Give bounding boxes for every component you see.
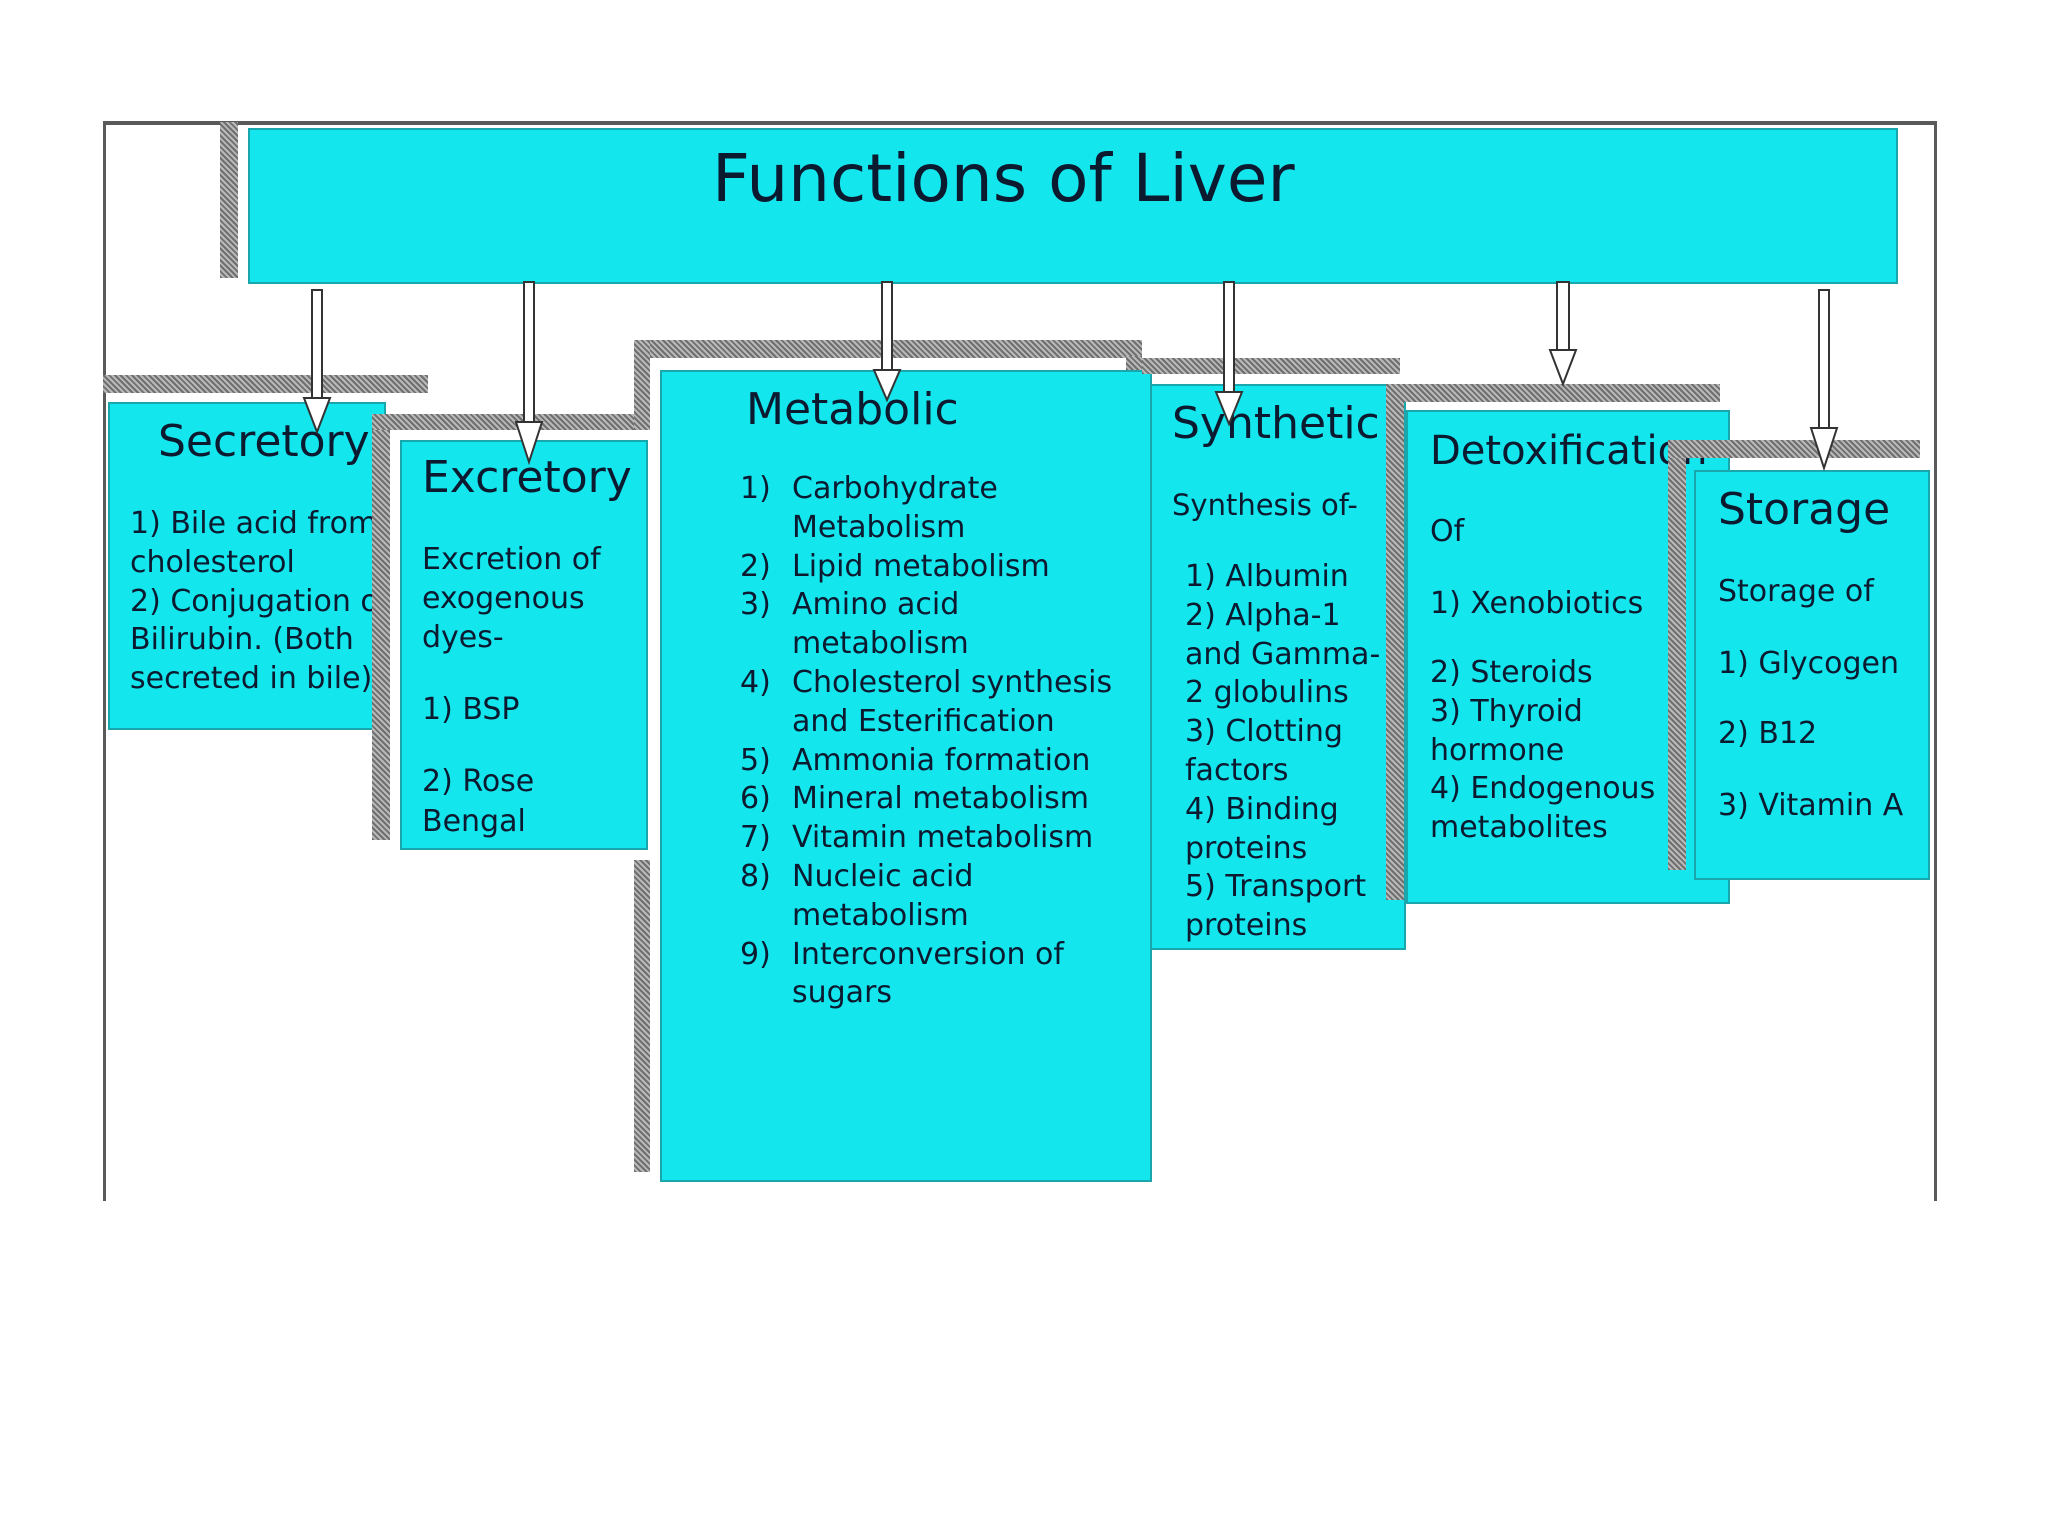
- diagram-title: Functions of Liver: [712, 140, 1295, 217]
- secretory-title: Secretory: [158, 416, 370, 467]
- storage-title: Storage: [1718, 484, 1891, 535]
- excretory-item-rose-bengal: 2) Rose Bengal: [422, 764, 535, 839]
- storage-box: [1694, 470, 1930, 880]
- detox-intro: Of: [1430, 514, 1465, 549]
- excretory-intro: Excretion of exogenous dyes-: [422, 542, 601, 655]
- metabolic-shadow-left-lower: [634, 860, 650, 1172]
- detox-shadow-top: [1386, 384, 1720, 402]
- metabolic-box: [660, 370, 1152, 1182]
- list-item: 5)Ammonia formation: [740, 742, 1091, 778]
- secretory-text: 1) Bile acid from cholesterol 2) Conjuga…: [130, 506, 390, 697]
- synthetic-title: Synthetic: [1172, 398, 1380, 449]
- secretory-shadow: [103, 375, 428, 393]
- excretory-shadow-top: [372, 414, 648, 430]
- detox-item-xenobiotics: 1) Xenobiotics: [1430, 586, 1644, 621]
- detox-shadow-left: [1386, 384, 1404, 900]
- synthetic-list: 1) Albumin 2) Alpha-1 and Gamma- 2 globu…: [1185, 559, 1381, 944]
- secretory-box: [108, 402, 386, 730]
- excretory-title: Excretory: [422, 452, 632, 503]
- excretory-item-bsp: 1) BSP: [422, 692, 520, 727]
- detox-list: 2) Steroids 3) Thyroid hormone 4) Endoge…: [1430, 655, 1656, 846]
- synthetic-shadow-top: [1142, 358, 1400, 374]
- storage-shadow-left: [1668, 440, 1686, 870]
- title-banner: [248, 128, 1898, 284]
- storage-item-vitamin-a: 3) Vitamin A: [1718, 788, 1904, 823]
- synthetic-box: [1150, 384, 1406, 950]
- metabolic-shadow-left: [634, 340, 650, 430]
- storage-item-glycogen: 1) Glycogen: [1718, 646, 1900, 681]
- list-item: 6)Mineral metabolism: [740, 781, 1090, 817]
- excretory-box: [400, 440, 648, 850]
- storage-shadow-top: [1668, 440, 1920, 458]
- diagram-frame: [103, 121, 1937, 1201]
- excretory-shadow-left: [372, 414, 390, 840]
- list-item: 7)Vitamin metabolism: [740, 820, 1094, 856]
- metabolic-title: Metabolic: [746, 384, 959, 435]
- storage-intro: Storage of: [1718, 574, 1874, 609]
- list-item: 2)Lipid metabolism: [740, 548, 1050, 584]
- detox-title: Detoxification: [1430, 428, 1708, 474]
- title-shadow: [220, 122, 238, 278]
- storage-item-b12: 2) B12: [1718, 716, 1818, 751]
- synthetic-intro: Synthesis of-: [1172, 488, 1358, 522]
- metabolic-shadow-top: [634, 340, 1142, 358]
